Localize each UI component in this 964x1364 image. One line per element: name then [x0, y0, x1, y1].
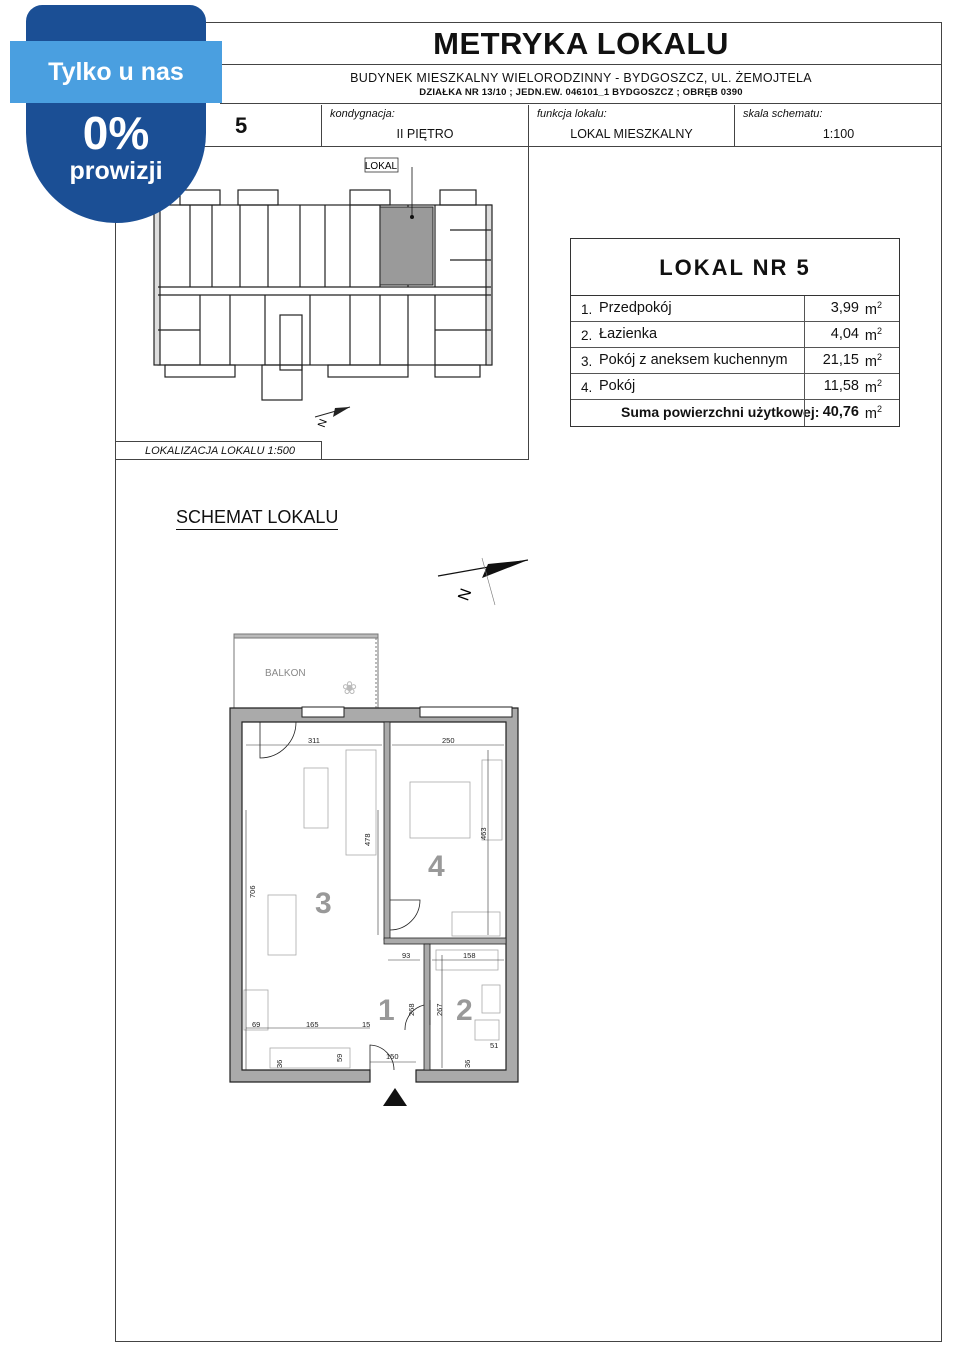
balcony-label: BALKON	[265, 668, 306, 679]
dim-51: 51	[490, 1041, 498, 1050]
dim-311: 311	[308, 736, 320, 745]
location-panel	[115, 147, 529, 460]
building-location-plan: LOKAL N	[153, 157, 493, 430]
area-cell: 21,15 m2	[804, 348, 899, 374]
table-row: 1. Przedpokój 3,99 m2	[571, 296, 899, 322]
table-row: 2. Łazienka 4,04 m2	[571, 322, 899, 348]
plan-north-label: N	[455, 586, 475, 603]
dim-463: 463	[479, 827, 488, 840]
apartment-floor-plan: N BALKON ❀	[229, 557, 529, 1106]
dim-93: 93	[402, 951, 410, 960]
unit-base: m	[864, 353, 877, 370]
area-cell: 3,99 m2	[804, 296, 899, 322]
kondygnacja-cell: kondygnacja: II PIĘTRO	[322, 105, 529, 147]
location-north-label: N	[316, 418, 330, 430]
unit-base: m	[864, 379, 877, 396]
entrance-arrow-icon	[383, 1088, 407, 1106]
skala-value: 1:100	[822, 127, 855, 141]
area-unit: m2	[865, 378, 882, 396]
room-name: Pokój	[599, 378, 636, 394]
dim-267: 267	[435, 1003, 444, 1016]
building-address: BUDYNEK MIESZKALNY WIELORODZINNY - BYDGO…	[350, 71, 812, 85]
plant-icon: ❀	[342, 678, 357, 698]
dim-36a: 36	[275, 1060, 284, 1068]
dim-150: 150	[386, 1052, 399, 1061]
table-row: 4. Pokój 11,58 m2	[571, 374, 899, 400]
dim-15: 15	[362, 1020, 370, 1029]
row-number: 4.	[581, 380, 593, 395]
dim-59: 59	[335, 1054, 344, 1062]
unit-base: m	[864, 327, 877, 344]
document-title: METRYKA LOKALU	[220, 22, 942, 65]
badge-percent: 0%	[82, 107, 150, 159]
kondygnacja-label: kondygnacja:	[330, 108, 395, 120]
dim-36b: 36	[463, 1060, 472, 1068]
promo-badge: Tylko u nas 0% prowizji	[10, 5, 222, 225]
room-number-1: 1	[378, 994, 395, 1027]
unit-exponent: 2	[876, 404, 882, 414]
room-area: 21,15	[822, 352, 859, 368]
badge-top-banner: Tylko u nas	[10, 41, 222, 103]
sum-label: Suma powierzchni użytkowej:	[621, 404, 820, 420]
dim-268: 268	[407, 1003, 416, 1016]
funkcja-value: LOKAL MIESZKALNY	[570, 127, 693, 141]
table-row: 3. Pokój z aneksem kuchennym 21,15 m2	[571, 348, 899, 374]
unit-base: m	[864, 405, 877, 422]
area-unit: m2	[865, 326, 882, 344]
funkcja-cell: funkcja lokalu: LOKAL MIESZKALNY	[529, 105, 735, 147]
document-subtitle: BUDYNEK MIESZKALNY WIELORODZINNY - BYDGO…	[220, 66, 942, 104]
plan-title: SCHEMAT LOKALU	[176, 507, 339, 530]
room-number-3: 3	[315, 887, 332, 920]
unit-exponent: 2	[876, 378, 882, 388]
room-number-4: 4	[428, 850, 445, 883]
dim-478: 478	[363, 833, 372, 846]
dim-250: 250	[442, 736, 455, 745]
lokal-marker-label: LOKAL	[365, 161, 398, 172]
room-area: 11,58	[823, 378, 859, 394]
dim-706: 706	[248, 885, 257, 898]
unit-exponent: 2	[876, 326, 882, 336]
dim-69: 69	[252, 1020, 260, 1029]
dim-165: 165	[306, 1020, 319, 1029]
table-sum-row: Suma powierzchni użytkowej: 40,76 m2	[571, 400, 899, 426]
area-cell: 11,58 m2	[804, 374, 899, 400]
area-cell: 4,04 m2	[804, 322, 899, 348]
room-name: Pokój z aneksem kuchennym	[599, 352, 788, 368]
row-number: 1.	[581, 302, 593, 317]
rooms-table-heading: LOKAL NR 5	[571, 239, 899, 296]
area-cell: 40,76 m2	[804, 400, 899, 426]
room-name: Przedpokój	[599, 300, 672, 316]
row-number: 3.	[581, 354, 593, 369]
unit-base: m	[864, 301, 877, 318]
sum-area: 40,76	[822, 404, 859, 420]
skala-cell: skala schematu: 1:100	[735, 105, 942, 147]
info-row: 5 kondygnacja: II PIĘTRO funkcja lokalu:…	[115, 105, 942, 147]
parcel-info: DZIAŁKA NR 13/10 ; JEDN.EW. 046101_1 BYD…	[419, 87, 743, 98]
area-unit: m2	[865, 352, 882, 370]
location-caption: LOKALIZACJA LOKALU 1:500	[115, 441, 322, 460]
area-unit: m2	[865, 300, 882, 318]
unit-exponent: 2	[876, 352, 882, 362]
badge-word: prowizji	[69, 157, 163, 185]
room-name: Łazienka	[599, 326, 658, 342]
kondygnacja-value: II PIĘTRO	[396, 127, 454, 141]
unit-exponent: 2	[876, 300, 882, 310]
skala-label: skala schematu:	[743, 108, 823, 120]
row-number: 2.	[581, 328, 593, 343]
room-area: 4,04	[830, 326, 859, 342]
area-unit: m2	[865, 404, 882, 422]
room-number-2: 2	[456, 994, 473, 1027]
document-frame	[115, 22, 942, 1342]
lokal-number-cell: 5	[115, 105, 322, 147]
dim-158: 158	[463, 951, 476, 960]
lokal-number: 5	[235, 113, 248, 138]
room-area: 3,99	[830, 300, 859, 316]
funkcja-label: funkcja lokalu:	[537, 108, 607, 120]
